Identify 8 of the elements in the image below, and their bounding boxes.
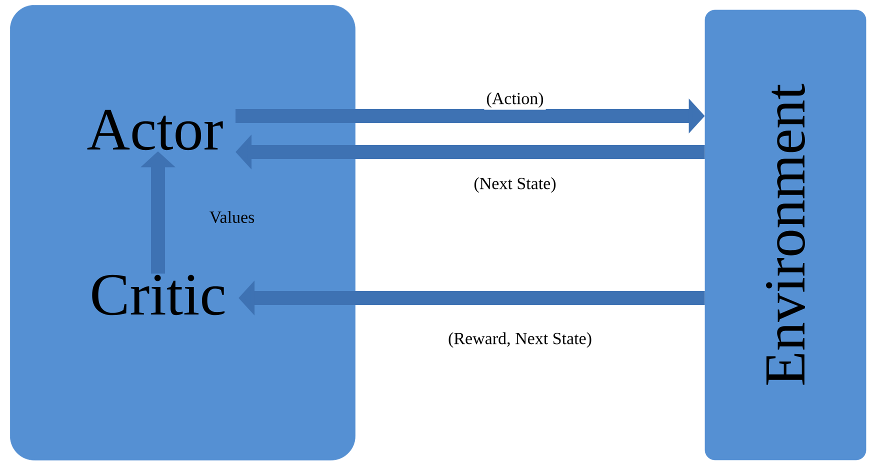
node-label: Critic [92,274,224,316]
edge-label: (Next State) [472,175,558,195]
edge-label: (Action) [484,90,546,110]
panel-box [10,5,356,460]
edge-label: Values [207,208,257,226]
node-label: Actor [87,110,223,150]
environment-box: Environment [704,10,866,460]
edge-label: (Reward, Next State) [446,330,594,350]
